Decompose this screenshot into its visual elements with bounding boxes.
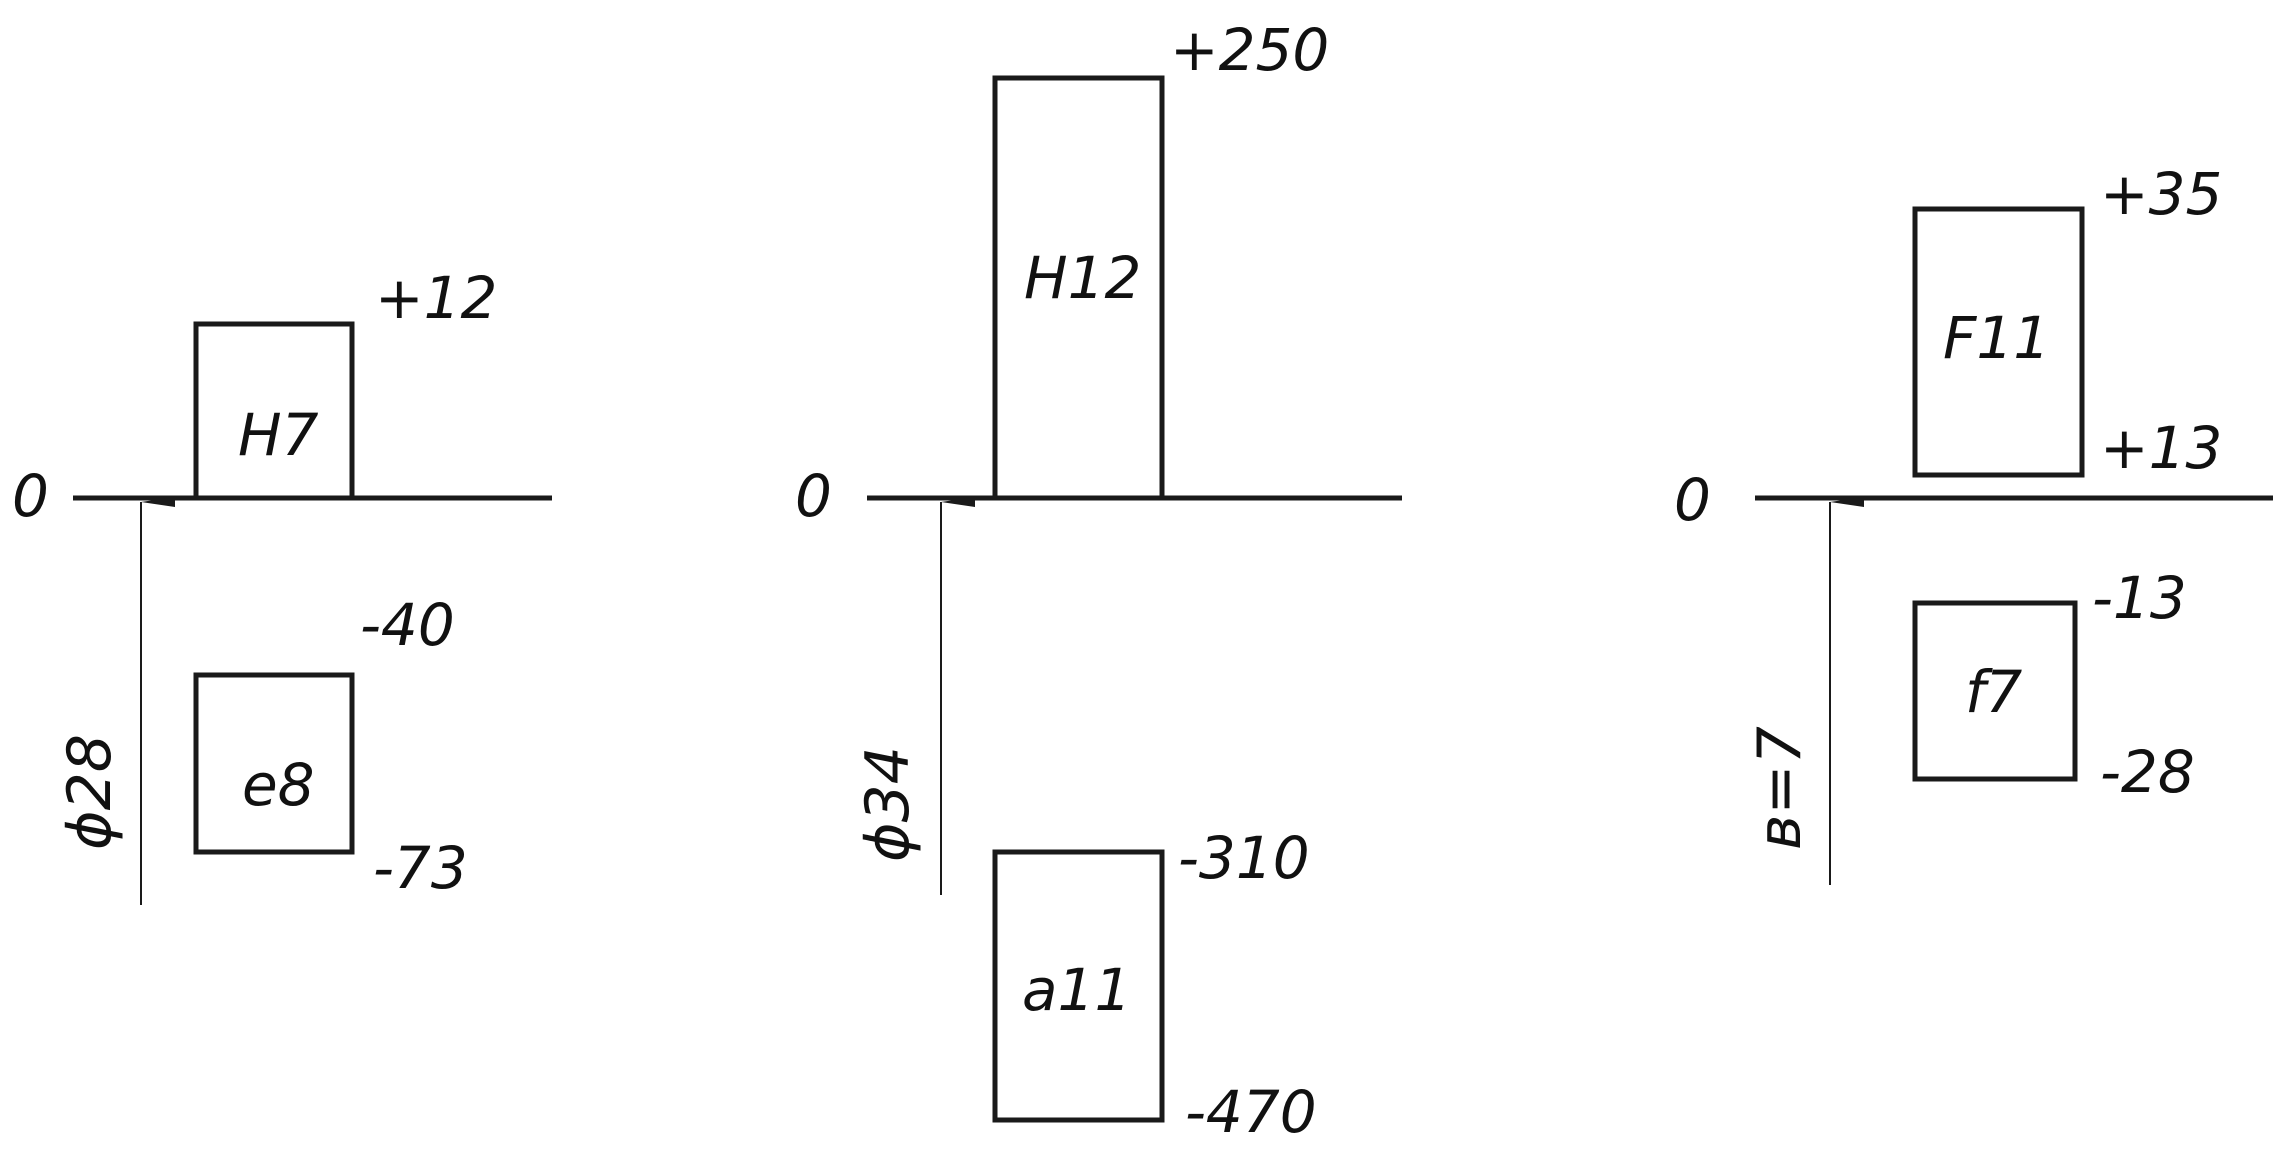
zero-label: 0	[1674, 466, 1711, 534]
shaft-lower-deviation: -73	[373, 834, 468, 902]
hole-upper-deviation: +35	[2100, 160, 2222, 228]
shaft-field-label: f7	[1965, 658, 2022, 726]
hole-field-label: H7	[238, 401, 319, 469]
shaft-tolerance-field	[193, 672, 355, 855]
shaft-lower-deviation: -470	[1185, 1078, 1317, 1146]
hole-upper-deviation: +250	[1170, 16, 1329, 84]
shaft-field-label: a11	[1022, 956, 1131, 1024]
panel-2: 0 ϕ34 H12 +250 a11 -310 -470	[795, 16, 1402, 1146]
hole-tolerance-field	[1912, 206, 2085, 478]
size-label: в=7	[1745, 726, 1815, 850]
shaft-tolerance-field	[992, 849, 1165, 1123]
hole-tolerance-field	[193, 321, 355, 501]
hole-lower-deviation: +13	[2100, 414, 2222, 482]
shaft-upper-deviation: -310	[1178, 824, 1310, 892]
hole-field-label: F11	[1943, 304, 2050, 372]
hole-upper-deviation: +12	[375, 264, 497, 332]
shaft-field-label: e8	[242, 751, 315, 819]
shaft-upper-deviation: -40	[360, 591, 455, 659]
zero-label: 0	[12, 462, 49, 530]
panel-3: 0 в=7 F11 +35 +13 f7 -13 -28	[1674, 160, 2273, 885]
size-label: ϕ28	[55, 734, 125, 850]
shaft-lower-deviation: -28	[2100, 738, 2195, 806]
shaft-tolerance-field	[1912, 600, 2078, 782]
panel-1: 0 ϕ28 H7 +12 e8 -40 -73	[12, 264, 552, 905]
size-label: ϕ34	[853, 746, 923, 862]
hole-field-label: H12	[1024, 244, 1141, 312]
hole-tolerance-field	[992, 75, 1165, 501]
shaft-upper-deviation: -13	[2092, 564, 2187, 632]
zero-label: 0	[795, 462, 832, 530]
